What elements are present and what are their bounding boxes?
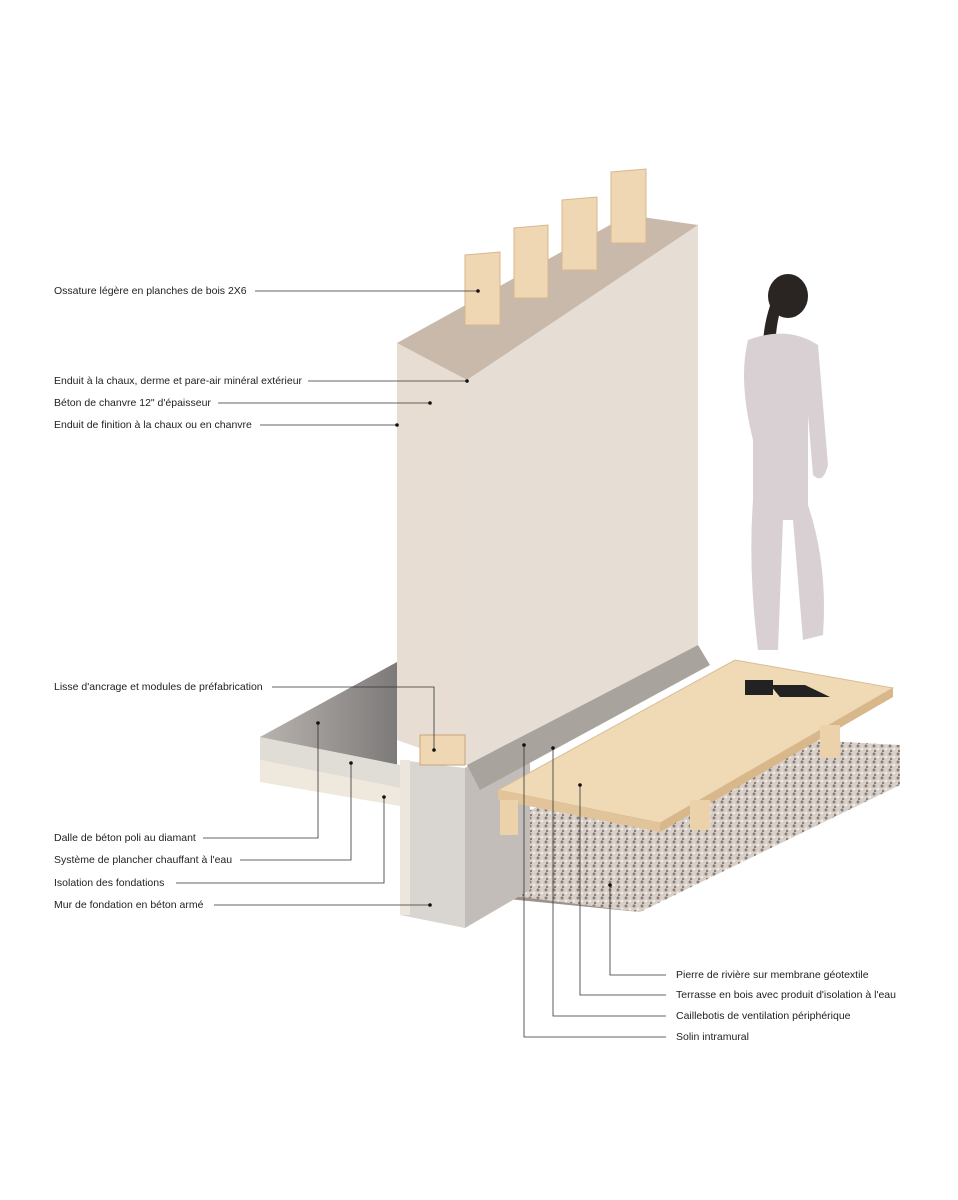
- sill-plate: [419, 734, 466, 766]
- concrete-slab: [260, 662, 397, 765]
- ventilation-grating: [467, 645, 710, 790]
- label-interior-finish: Enduit de finition à la chaux ou en chan…: [54, 419, 252, 431]
- label-polished-slab: Dalle de béton poli au diamant: [54, 832, 196, 844]
- label-light-framing: Ossature légère en planches de bois 2X6: [54, 285, 247, 297]
- label-wood-deck: Terrasse en bois avec produit d'isolatio…: [676, 989, 896, 1001]
- label-hempcrete: Béton de chanvre 12" d'épaisseur: [54, 397, 211, 409]
- label-ventilation-grating: Caillebotis de ventilation périphérique: [676, 1010, 851, 1022]
- wood-studs: [464, 168, 647, 326]
- river-stone-bed: [467, 735, 900, 912]
- person-figure: [744, 274, 830, 697]
- label-foundation-insulation: Isolation des fondations: [54, 877, 165, 889]
- leader-lines: [176, 290, 666, 1038]
- label-foundation-wall: Mur de fondation en béton armé: [54, 899, 204, 911]
- leader-dots: [316, 289, 612, 907]
- hemp-wall-front: [467, 225, 698, 765]
- label-flashing: Solin intramural: [676, 1031, 749, 1043]
- label-exterior-lime-render: Enduit à la chaux, derme et pare-air min…: [54, 375, 303, 387]
- label-river-stone: Pierre de rivière sur membrane géotextil…: [676, 969, 869, 981]
- foundation-wall: [400, 760, 465, 928]
- label-sill-plate: Lisse d'ancrage et modules de préfabrica…: [54, 681, 263, 693]
- label-radiant-floor: Système de plancher chauffant à l'eau: [54, 854, 233, 866]
- hemp-wall-side: [397, 343, 467, 765]
